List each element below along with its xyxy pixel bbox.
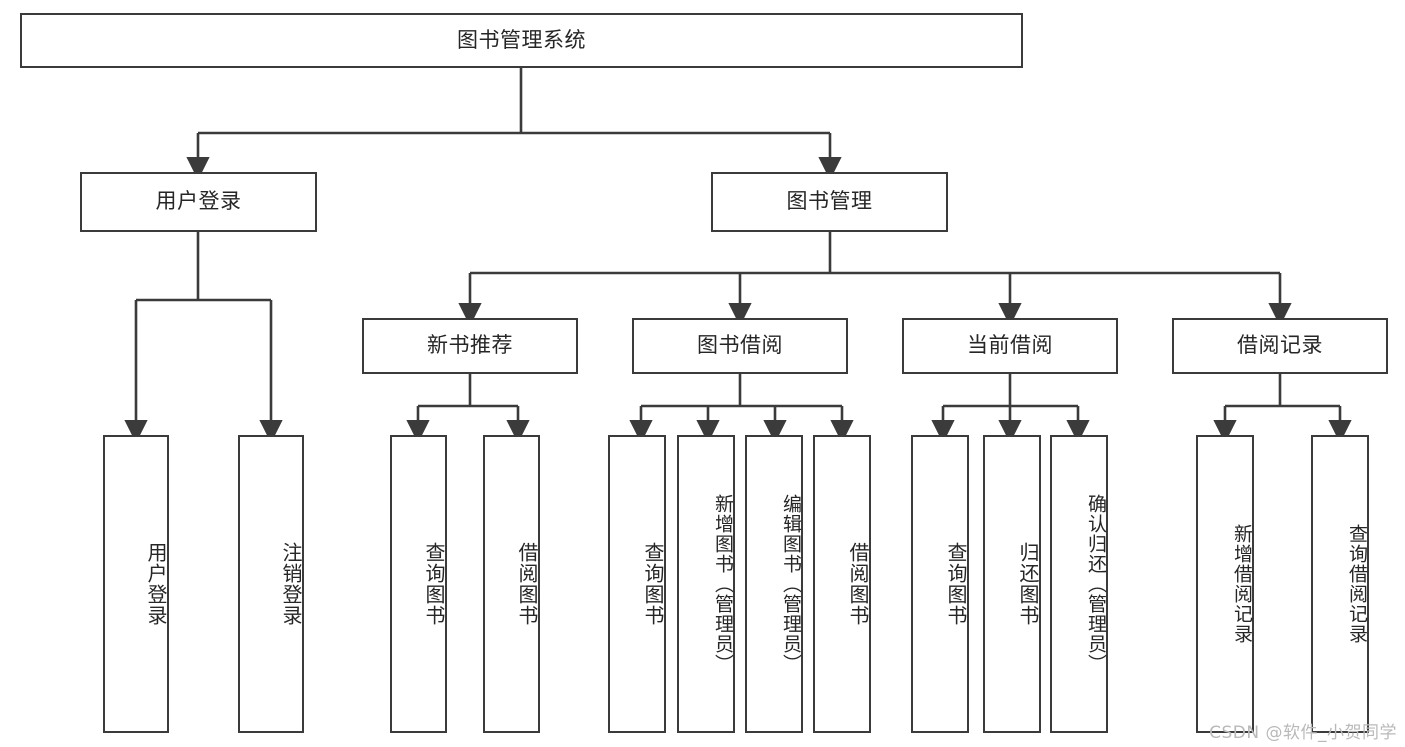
leaf-label: 借阅图书 <box>846 542 870 626</box>
watermark: CSDN @软件_小贺同学 <box>1209 723 1397 743</box>
node-current-borrow-label: 当前借阅 <box>967 333 1053 358</box>
leaf-label: 查询图书 <box>944 542 968 626</box>
node-book-management-label: 图书管理 <box>786 189 873 214</box>
node-user-login[interactable]: 用户登录 <box>80 172 317 232</box>
node-root[interactable]: 图书管理系统 <box>20 13 1023 68</box>
node-current-borrow[interactable]: 当前借阅 <box>902 318 1118 374</box>
leaf-label: 新增借阅记录 <box>1231 524 1253 644</box>
node-new-book-recommend-label: 新书推荐 <box>427 333 513 358</box>
leaf-borrow-record-add[interactable]: 新增借阅记录 <box>1196 435 1254 733</box>
leaf-new-book-query[interactable]: 查询图书 <box>390 435 447 733</box>
leaf-label: 确认归还（管理员） <box>1085 494 1107 674</box>
leaf-book-borrow-query[interactable]: 查询图书 <box>608 435 666 733</box>
leaf-book-borrow-edit[interactable]: 编辑图书（管理员） <box>745 435 803 733</box>
leaf-book-borrow-add[interactable]: 新增图书（管理员） <box>677 435 735 733</box>
node-borrow-record-label: 借阅记录 <box>1237 333 1323 358</box>
leaf-current-borrow-return[interactable]: 归还图书 <box>983 435 1041 733</box>
leaf-label: 注销登录 <box>279 542 303 626</box>
leaf-label: 借阅图书 <box>515 542 539 626</box>
leaf-label: 用户登录 <box>144 542 168 626</box>
leaf-new-book-borrow[interactable]: 借阅图书 <box>483 435 540 733</box>
node-new-book-recommend[interactable]: 新书推荐 <box>362 318 578 374</box>
leaf-user-login-signout[interactable]: 注销登录 <box>238 435 304 733</box>
leaf-current-borrow-query[interactable]: 查询图书 <box>911 435 969 733</box>
node-root-label: 图书管理系统 <box>457 27 586 52</box>
leaf-book-borrow-lend[interactable]: 借阅图书 <box>813 435 871 733</box>
node-book-management[interactable]: 图书管理 <box>711 172 948 232</box>
leaf-label: 编辑图书（管理员） <box>780 494 802 674</box>
leaf-borrow-record-query[interactable]: 查询借阅记录 <box>1311 435 1369 733</box>
leaf-label: 查询借阅记录 <box>1346 524 1368 644</box>
node-borrow-record[interactable]: 借阅记录 <box>1172 318 1388 374</box>
leaf-label: 查询图书 <box>641 542 665 626</box>
leaf-user-login-signin[interactable]: 用户登录 <box>103 435 169 733</box>
leaf-current-borrow-confirm[interactable]: 确认归还（管理员） <box>1050 435 1108 733</box>
node-book-borrow-label: 图书借阅 <box>697 333 783 358</box>
leaf-label: 新增图书（管理员） <box>712 494 734 674</box>
node-book-borrow[interactable]: 图书借阅 <box>632 318 848 374</box>
node-user-login-label: 用户登录 <box>155 189 242 214</box>
leaf-label: 查询图书 <box>422 542 446 626</box>
leaf-label: 归还图书 <box>1016 542 1040 626</box>
